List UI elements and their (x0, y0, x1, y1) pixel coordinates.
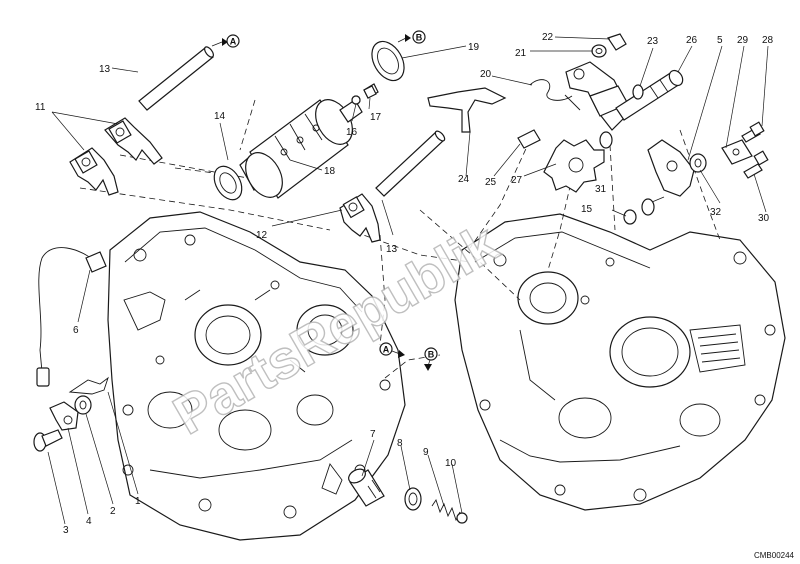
part-label-30: 30 (758, 213, 770, 224)
screw-30 (743, 150, 769, 179)
part-label-23: 23 (647, 36, 659, 47)
part-label-10: 10 (445, 458, 457, 469)
part-label-15: 15 (581, 204, 593, 215)
detent-lever (49, 401, 79, 431)
detent-spring (431, 498, 461, 522)
callout-a-bottom-label: A (383, 345, 390, 355)
part-label-27: 27 (511, 175, 523, 186)
bushing-27 (599, 131, 613, 149)
detent-ball (456, 512, 468, 524)
part-label-8: 8 (397, 438, 403, 449)
callout-a-top-label: A (230, 37, 237, 47)
part-label-14: 14 (214, 111, 226, 122)
part-label-22: 22 (542, 32, 554, 43)
part-label-1: 1 (135, 496, 141, 507)
callout-b-top-label: B (416, 33, 423, 43)
left-crankcase-half (107, 211, 406, 541)
callout-a-top: A (211, 34, 240, 48)
screw-28 (741, 121, 765, 143)
callout-b-top: B (397, 30, 426, 44)
detent-plug (348, 468, 385, 507)
part-label-32: 32 (710, 207, 722, 218)
pawl-spring (529, 79, 581, 111)
part-label-6: 6 (73, 325, 79, 336)
shift-detent-spring (68, 376, 109, 395)
callout-a-bottom: A (379, 342, 405, 358)
part-label-12: 12 (256, 230, 268, 241)
part-label-4: 4 (86, 516, 92, 527)
shift-fork-middle (339, 193, 381, 243)
part-label-13-top: 13 (99, 64, 111, 75)
shift-fork-lower (69, 147, 119, 196)
washer-left (74, 395, 92, 415)
leader-lines (47, 36, 769, 525)
washer-23 (632, 84, 644, 100)
part-label-28: 28 (762, 35, 774, 46)
part-label-25: 25 (485, 177, 497, 188)
right-crankcase-half (454, 213, 786, 511)
bolt-left (33, 429, 63, 452)
gear-selector-drum (213, 40, 405, 201)
bracket-29 (721, 139, 753, 165)
part-label-26: 26 (686, 35, 698, 46)
part-label-31: 31 (595, 184, 607, 195)
part-label-29: 29 (737, 35, 749, 46)
part-label-9: 9 (423, 447, 429, 458)
part-label-2: 2 (110, 506, 116, 517)
star-cam (543, 139, 605, 193)
drawing-code: CMB00244 (754, 551, 795, 560)
shift-fork-rod-upper (138, 46, 214, 111)
shift-fork-upper (104, 117, 163, 165)
part-label-3: 3 (63, 525, 69, 536)
ratchet-plate (647, 139, 695, 197)
part-label-20: 20 (480, 69, 492, 80)
circlip-21 (591, 44, 607, 58)
part-label-7: 7 (370, 429, 376, 440)
part-label-24: 24 (458, 174, 470, 185)
callout-b-bottom: B (424, 347, 438, 371)
part-label-21: 21 (515, 48, 527, 59)
callout-b-bottom-label: B (428, 350, 435, 360)
part-label-16: 16 (346, 127, 358, 138)
part-label-13-middle: 13 (386, 244, 398, 255)
sealing-washer (404, 487, 422, 511)
part-label-17: 17 (370, 112, 382, 123)
shift-fork-rod-lower (375, 130, 446, 197)
part-label-19: 19 (468, 42, 480, 53)
neutral-sensor (36, 247, 107, 387)
part-label-18: 18 (324, 166, 336, 177)
pin-25 (517, 129, 541, 149)
part-label-11: 11 (35, 102, 46, 113)
circlip-15 (623, 209, 637, 225)
shift-selector-lever (565, 61, 631, 131)
shift-shaft (615, 69, 684, 121)
circlip-22 (607, 33, 627, 51)
part-number-labels: 13 11 14 18 16 17 19 12 13 20 21 22 23 2… (35, 32, 774, 536)
washer-16 (351, 95, 361, 105)
washer-32 (641, 198, 655, 216)
part-label-5: 5 (717, 35, 723, 46)
washer-31 (689, 153, 707, 173)
shift-pawl-plate (427, 87, 507, 133)
pin-17 (363, 85, 377, 99)
